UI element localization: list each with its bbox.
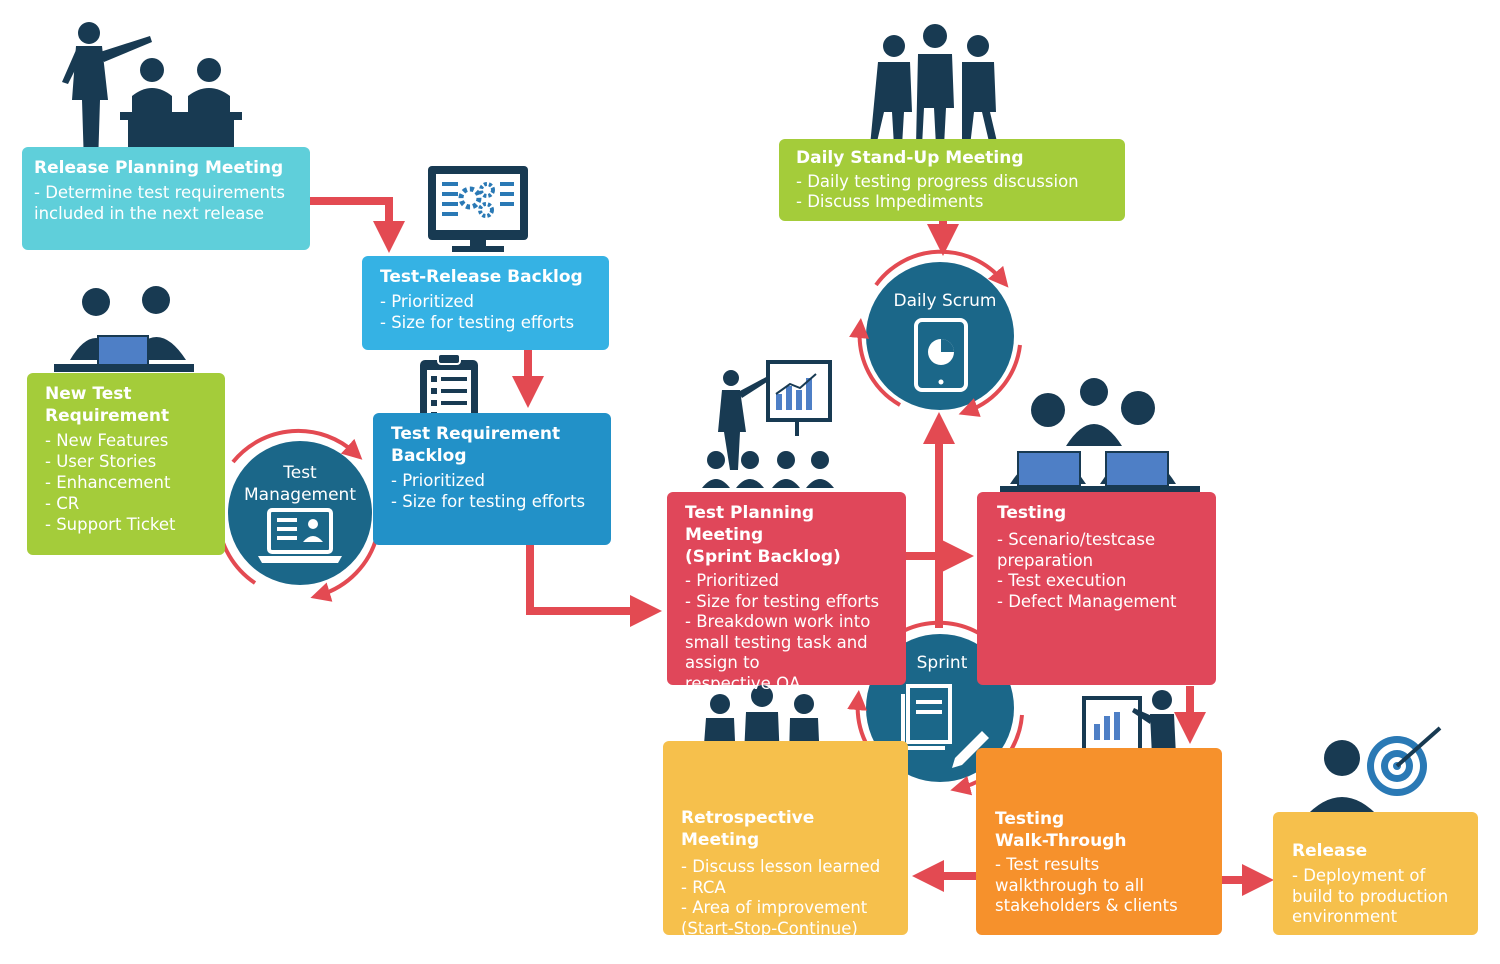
box-items: - New Features - User Stories - Enhancem… [45,430,213,535]
box-item: - Defect Management [997,591,1177,611]
box-items: - Deployment of build to production envi… [1292,866,1466,928]
box-title: Test-Release Backlog [380,267,583,287]
box-title: Testing [997,503,1067,523]
release-target-icon [1304,726,1442,818]
box-item: - User Stories [45,452,157,471]
release-planning-box: Release Planning Meeting - Determine tes… [22,147,310,250]
box-item: - Support Ticket [45,515,176,534]
box-item: - Daily testing progress discussion [796,172,1079,191]
release-box: Release - Deployment of build to product… [1273,812,1478,935]
box-title: New Test Requirement [45,384,170,426]
box-title: Release [1292,841,1368,861]
box-item: - Size for testing efforts [685,591,880,611]
new-requirement-people-icon [54,286,194,372]
box-items: - Daily testing progress discussion - Di… [796,172,1113,212]
box-item: - Test execution [997,571,1127,590]
test-management-label: Test Management [244,463,356,505]
box-item: - Prioritized [685,571,780,590]
arrow-test-requirement-backlog-to-test-planning [526,545,662,627]
box-item: - New Features [45,431,169,450]
daily-scrum-label: Daily Scrum [893,291,997,311]
release-planning-people-icon [62,22,242,165]
box-item: - Determine test requirements included i… [34,183,286,223]
box-title: Daily Stand-Up Meeting [796,148,1024,168]
tablet-chart-icon [914,318,968,392]
box-item: - Breakdown work into small testing task… [685,612,871,693]
test-requirement-backlog-box: Test Requirement Backlog - Prioritized -… [373,413,611,545]
box-item: - Scenario/testcase preparation [997,530,1156,570]
box-title: Retrospective Meeting [681,808,815,850]
laptop-profile-icon [258,508,342,563]
box-item: - Prioritized [380,292,475,311]
box-items: - Determine test requirements included i… [34,182,298,224]
test-release-backlog-box: Test-Release Backlog - Prioritized - Siz… [362,256,609,350]
presenter-audience-icon [702,360,834,488]
connector-arrows [310,197,1274,896]
box-item: - Enhancement [45,473,171,492]
sprint-label: Sprint [916,653,968,673]
box-item: - Test results walkthrough to all stakeh… [995,855,1178,915]
gear-monitor-icon [428,166,528,252]
box-item: - RCA [681,877,726,897]
box-item: - Deployment of build to production envi… [1292,866,1449,926]
daily-standup-box: Daily Stand-Up Meeting - Daily testing p… [779,139,1125,221]
box-item: - Size for testing efforts [380,313,575,332]
box-item: - CR [45,494,80,513]
box-item: - Discuss lesson learned [681,857,881,876]
daily-scrum-circle [849,249,1022,417]
box-items: - Test results walkthrough to all stakeh… [995,855,1210,917]
box-items: - Prioritized - Size for testing efforts [391,470,599,512]
test-management-circle [216,428,379,602]
box-item: - Prioritized [391,471,486,490]
test-planning-box: Test Planning Meeting (Sprint Backlog) -… [667,492,906,693]
box-item: - Area of improvement (Start-Stop-Contin… [681,898,868,938]
box-item: - Size for testing efforts [391,492,586,511]
box-items: - Prioritized - Size for testing efforts… [685,571,894,694]
testing-people-icon [1000,378,1200,494]
box-title: Release Planning Meeting [34,158,284,178]
walkthrough-box: Testing Walk-Through - Test results walk… [976,748,1222,935]
box-items: - Prioritized - Size for testing efforts [380,291,597,333]
box-title: Test Requirement Backlog [391,424,561,466]
new-test-requirement-box: New Test Requirement - New Features - Us… [27,373,225,555]
box-title: Testing Walk-Through [995,809,1127,851]
retrospective-box: Retrospective Meeting - Discuss lesson l… [663,741,908,938]
arrow-release-planning-to-test-release-backlog [310,197,405,253]
box-item: - Discuss Impediments [796,192,984,211]
testing-box: Testing - Scenario/testcase preparation … [977,492,1216,685]
box-items: - Discuss lesson learned - RCA - Area of… [681,857,896,939]
box-items: - Scenario/testcase preparation - Test e… [997,530,1204,612]
standup-people-icon [870,24,998,146]
box-title: Test Planning Meeting (Sprint Backlog) [685,503,841,567]
